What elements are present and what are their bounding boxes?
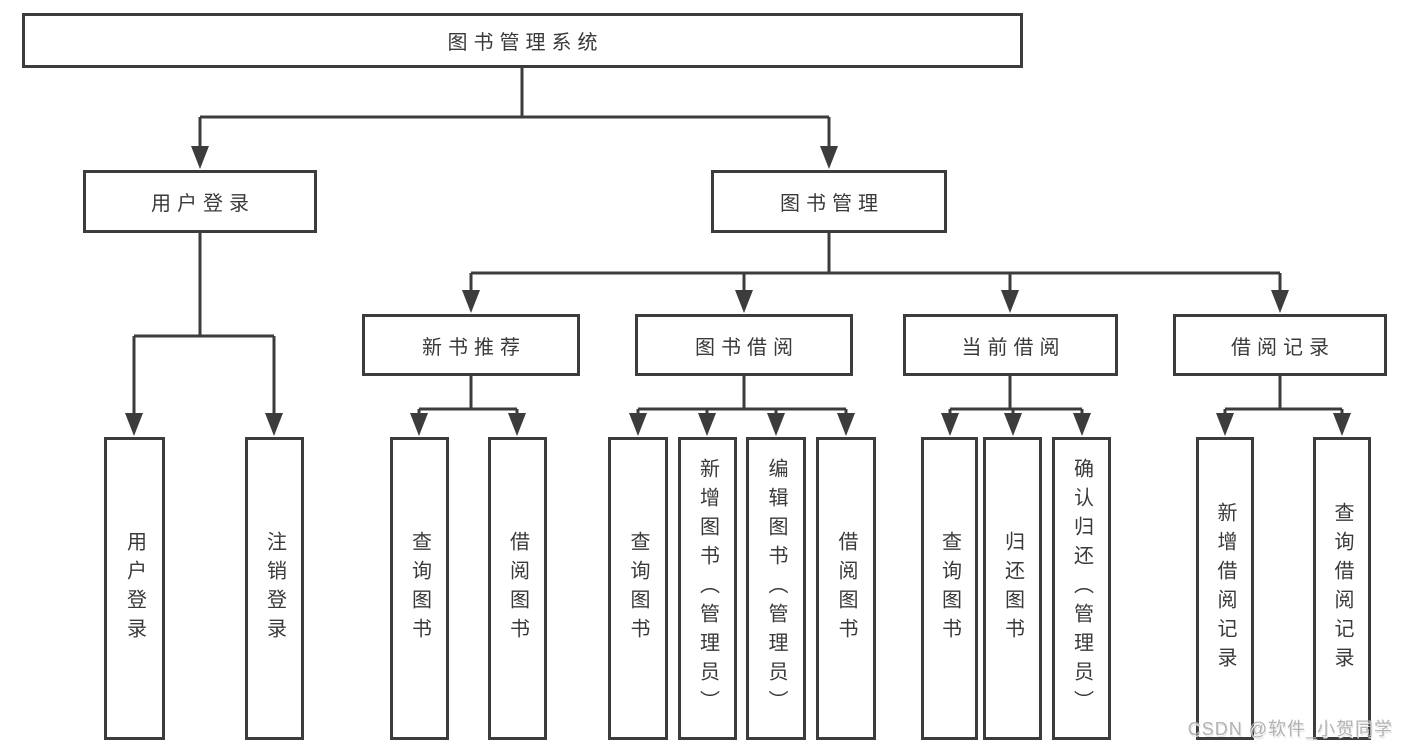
node-label: 归还图书	[1001, 530, 1024, 647]
node-user-login: 用户登录	[83, 170, 317, 233]
node-label: 查询图书	[408, 530, 431, 647]
node-label: 用户登录	[123, 530, 146, 647]
node-label: 新增借阅记录	[1214, 501, 1236, 676]
node-label: 注销登录	[263, 530, 286, 647]
node-confirm-return-admin: 确认归还（管理员）	[1052, 437, 1111, 740]
node-query-book-current: 查询图书	[921, 437, 978, 740]
node-label: 查询图书	[938, 530, 961, 647]
connector-borrowing-records	[1223, 376, 1344, 420]
node-label: 编辑图书（管理员）	[765, 458, 787, 719]
node-logout: 注销登录	[245, 437, 304, 740]
node-library-system: 图书管理系统	[22, 13, 1023, 68]
arrowheads	[125, 146, 1351, 436]
connector-new-book-recommend	[417, 376, 519, 420]
node-add-book-admin: 新增图书（管理员）	[678, 437, 737, 740]
node-edit-book-admin: 编辑图书（管理员）	[746, 437, 806, 740]
node-book-borrowing: 图书借阅	[635, 314, 853, 376]
node-borrow-book-recommend: 借阅图书	[488, 437, 547, 740]
watermark: CSDN @软件_小贺同学	[1187, 719, 1393, 739]
node-query-book-borrowing: 查询图书	[608, 437, 668, 740]
node-label: 借阅图书	[506, 530, 529, 647]
connector-book-borrowing	[636, 376, 848, 420]
node-add-borrow-record: 新增借阅记录	[1196, 437, 1254, 740]
connector-root	[198, 68, 831, 148]
node-new-book-recommend: 新书推荐	[362, 314, 580, 376]
connector-book-management	[469, 233, 1282, 294]
node-user-login-leaf: 用户登录	[104, 437, 165, 740]
node-book-management: 图书管理	[711, 170, 947, 233]
node-label: 确认归还（管理员）	[1070, 458, 1093, 719]
node-query-book-recommend: 查询图书	[390, 437, 449, 740]
node-label: 新增图书（管理员）	[696, 458, 719, 719]
node-current-borrowing: 当前借阅	[903, 314, 1118, 376]
node-label: 查询图书	[627, 530, 649, 647]
node-query-borrow-record: 查询借阅记录	[1313, 437, 1371, 740]
node-borrowing-records: 借阅记录	[1173, 314, 1387, 376]
node-label: 借阅图书	[835, 530, 857, 647]
connector-user-login	[132, 233, 276, 418]
node-borrow-book-borrowing: 借阅图书	[816, 437, 876, 740]
node-label: 查询借阅记录	[1331, 501, 1353, 676]
node-return-book: 归还图书	[983, 437, 1042, 740]
